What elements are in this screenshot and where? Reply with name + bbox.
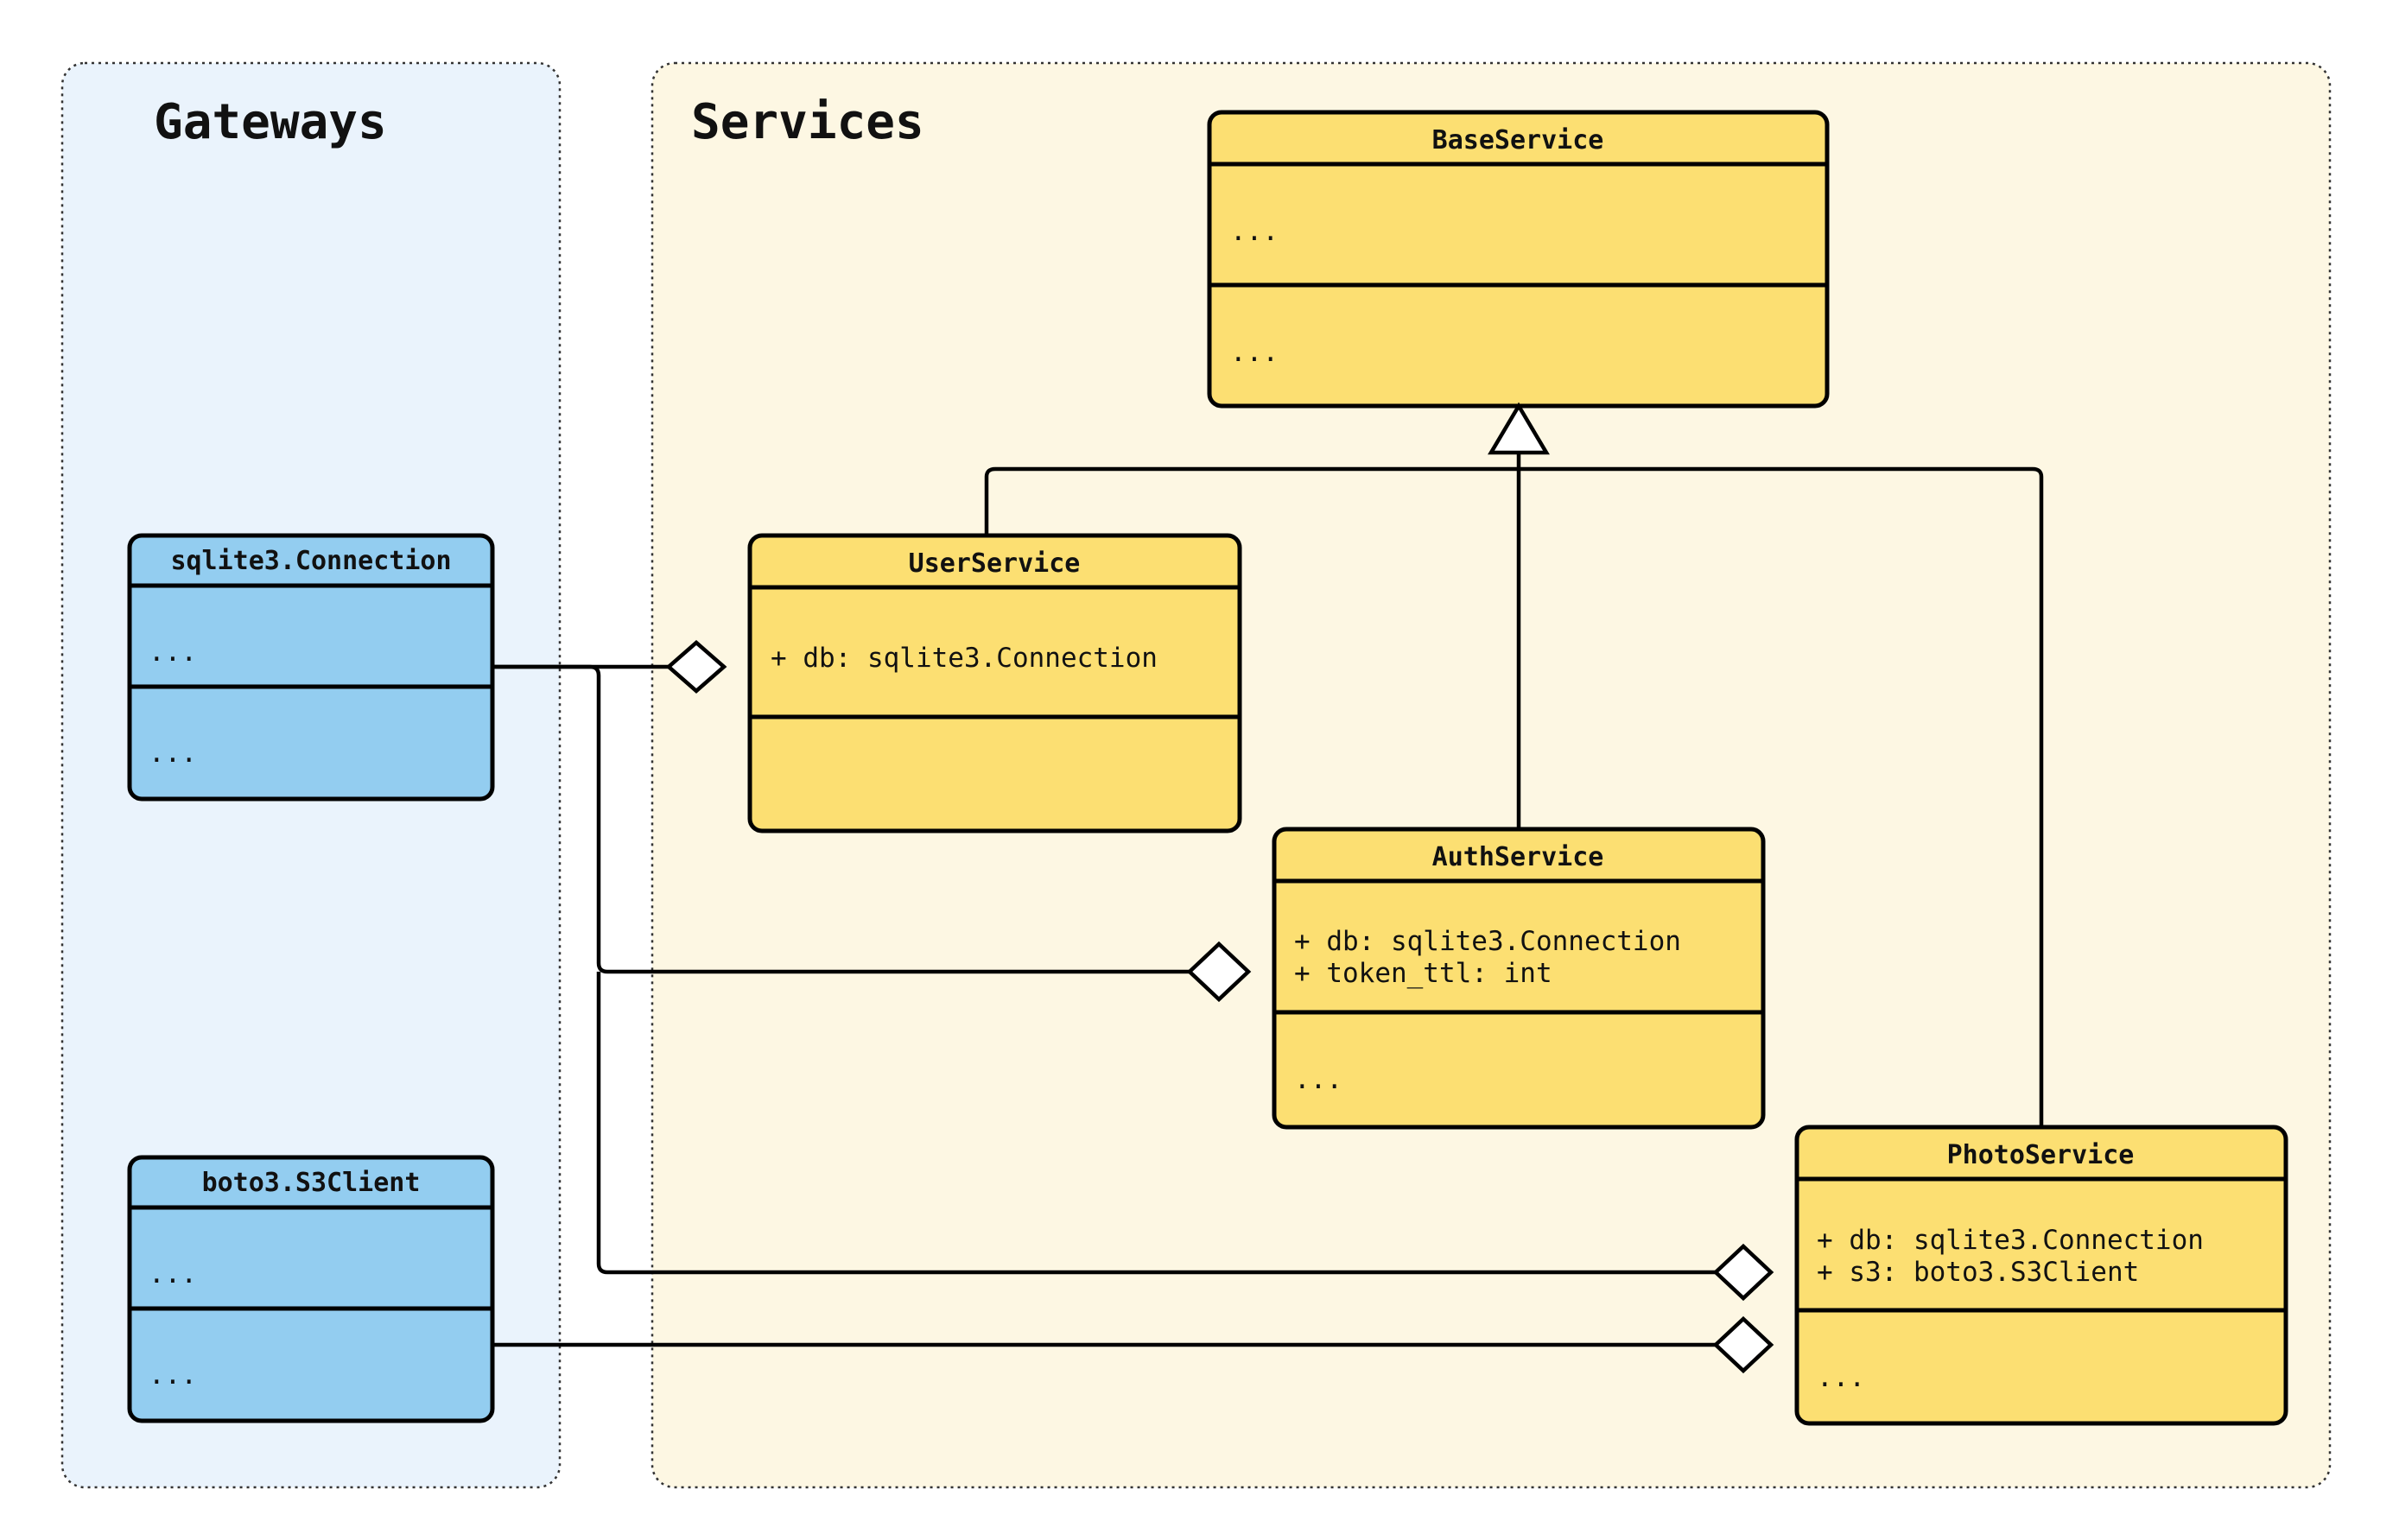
edge-userservice-extends-baseservice[interactable]	[984, 466, 1519, 536]
aggregation-diamond-icon-photoservice-db	[1712, 1243, 1774, 1302]
relationship-markers	[665, 402, 1774, 1374]
aggregation-diamond-icon-photoservice-s3	[1712, 1315, 1774, 1374]
class-boto3-s3client-attribute: ...	[149, 1258, 197, 1290]
aggregation-diamond-icon-authservice	[1186, 941, 1252, 1003]
class-auth-service-method: ...	[1294, 1064, 1342, 1095]
class-user-service-attribute: + db: sqlite3.Connection	[771, 643, 1158, 674]
class-photo-service-attribute-2: + s3: boto3.S3Client	[1817, 1257, 2139, 1288]
class-boto3-s3client-body	[127, 1155, 495, 1423]
class-user-service-name: UserService	[909, 548, 1081, 579]
class-sqlite3-connection[interactable]: sqlite3.Connection ... ...	[127, 533, 495, 802]
class-auth-service-attribute-2: + token_ttl: int	[1294, 958, 1552, 989]
edge-authservice-aggregates-connection[interactable]	[492, 664, 1238, 974]
class-base-service-name: BaseService	[1432, 125, 1604, 155]
edge-photoservice-extends-baseservice[interactable]	[1519, 466, 2044, 1127]
class-auth-service-name: AuthService	[1432, 842, 1604, 872]
class-base-service[interactable]: BaseService ... ...	[1207, 110, 1830, 409]
class-auth-service-body	[1272, 827, 1766, 1130]
class-boto3-s3client[interactable]: boto3.S3Client ... ...	[127, 1155, 495, 1423]
class-base-service-body	[1207, 110, 1830, 409]
class-boto3-s3client-name: boto3.S3Client	[202, 1168, 421, 1198]
class-photo-service-body	[1794, 1125, 2288, 1426]
class-photo-service[interactable]: PhotoService + db: sqlite3.Connection + …	[1794, 1125, 2288, 1426]
generalization-triangle-icon	[1488, 402, 1550, 455]
class-auth-service-attribute-1: + db: sqlite3.Connection	[1294, 926, 1681, 957]
class-photo-service-name: PhotoService	[1947, 1140, 2135, 1170]
class-base-service-attribute: ...	[1230, 216, 1279, 247]
relationship-edges	[492, 432, 2044, 1347]
class-sqlite3-connection-body	[127, 533, 495, 802]
class-photo-service-method: ...	[1817, 1362, 1865, 1393]
class-auth-service[interactable]: AuthService + db: sqlite3.Connection + t…	[1272, 827, 1766, 1130]
class-base-service-method: ...	[1230, 337, 1279, 368]
class-user-service[interactable]: UserService + db: sqlite3.Connection	[747, 533, 1242, 833]
class-user-service-body	[747, 533, 1242, 833]
class-sqlite3-connection-method: ...	[149, 738, 197, 769]
class-sqlite3-connection-name: sqlite3.Connection	[170, 546, 451, 576]
edge-photoservice-aggregates-connection[interactable]	[596, 972, 1761, 1275]
class-boto3-s3client-method: ...	[149, 1359, 197, 1391]
class-photo-service-attribute-1: + db: sqlite3.Connection	[1817, 1225, 2204, 1256]
class-sqlite3-connection-attribute: ...	[149, 637, 197, 668]
package-services-title: Services	[691, 94, 924, 150]
aggregation-diamond-icon-userservice	[665, 640, 727, 694]
package-gateways-title: Gateways	[154, 94, 387, 150]
